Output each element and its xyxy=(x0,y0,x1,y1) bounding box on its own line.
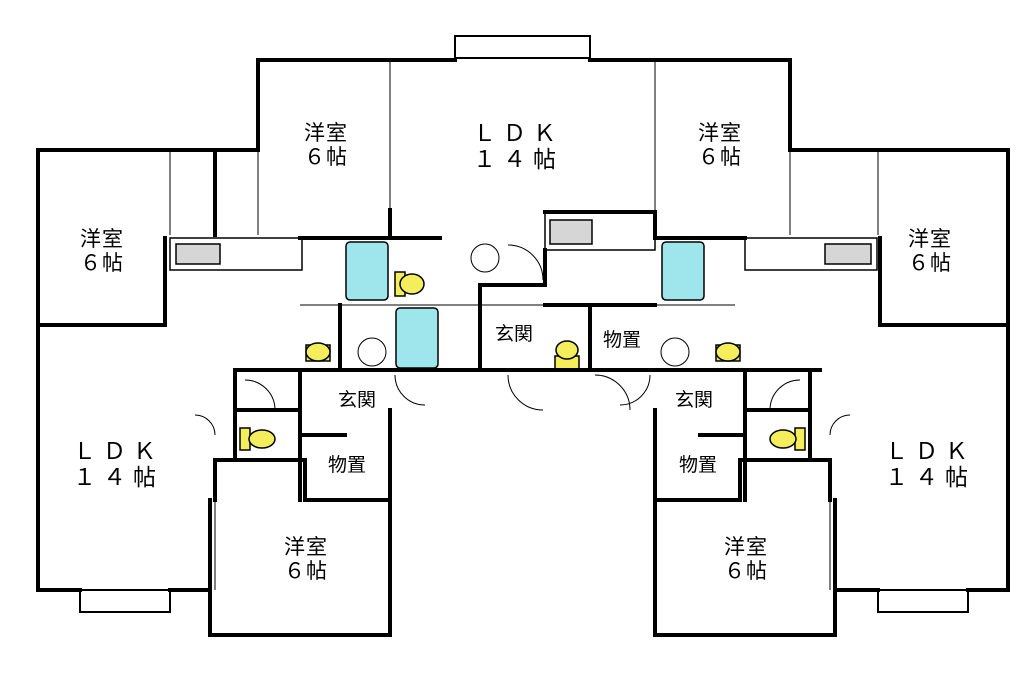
room-name: 洋室 xyxy=(80,227,124,251)
room-label-left-lower: 洋室 ６帖 xyxy=(284,535,328,583)
storage-label-right: 物置 xyxy=(678,454,718,476)
storage-label-left: 物置 xyxy=(327,454,367,476)
toilets xyxy=(239,271,806,451)
windows xyxy=(79,35,969,613)
room-size: ６帖 xyxy=(724,558,768,583)
entrance-label-center: 玄関 xyxy=(494,323,534,345)
bathtubs xyxy=(345,241,705,369)
entrance-label-right: 玄関 xyxy=(674,389,714,411)
kitchen-counters xyxy=(169,211,878,271)
storage-label-center: 物置 xyxy=(602,329,642,351)
room-size: １４帖 xyxy=(473,146,563,173)
room-label-top-left: 洋室 ６帖 xyxy=(304,121,348,169)
room-size: ６帖 xyxy=(908,250,952,275)
room-label-left-upper: 洋室 ６帖 xyxy=(80,227,124,275)
room-size: １４帖 xyxy=(885,464,975,491)
room-name: 洋室 xyxy=(304,121,348,145)
room-name: ＬＤＫ xyxy=(73,439,163,465)
room-name: ＬＤＫ xyxy=(885,439,975,465)
walls xyxy=(36,58,1010,637)
room-label-left-ldk: ＬＤＫ １４帖 xyxy=(73,439,163,492)
room-name: ＬＤＫ xyxy=(473,121,563,147)
room-name: 洋室 xyxy=(284,535,328,559)
entrance-label-left: 玄関 xyxy=(337,389,377,411)
room-name: 洋室 xyxy=(724,535,768,559)
room-name: 洋室 xyxy=(698,121,742,145)
room-size: ６帖 xyxy=(304,144,348,169)
room-size: ６帖 xyxy=(698,144,742,169)
room-label-top-right: 洋室 ６帖 xyxy=(698,121,742,169)
room-size: １４帖 xyxy=(73,464,163,491)
room-label-right-ldk: ＬＤＫ １４帖 xyxy=(885,439,975,492)
room-label-top-ldk: ＬＤＫ １４帖 xyxy=(473,121,563,174)
room-name: 洋室 xyxy=(908,227,952,251)
room-label-right-lower: 洋室 ６帖 xyxy=(724,535,768,583)
room-label-right-upper: 洋室 ６帖 xyxy=(908,227,952,275)
room-size: ６帖 xyxy=(80,250,124,275)
room-size: ６帖 xyxy=(284,558,328,583)
